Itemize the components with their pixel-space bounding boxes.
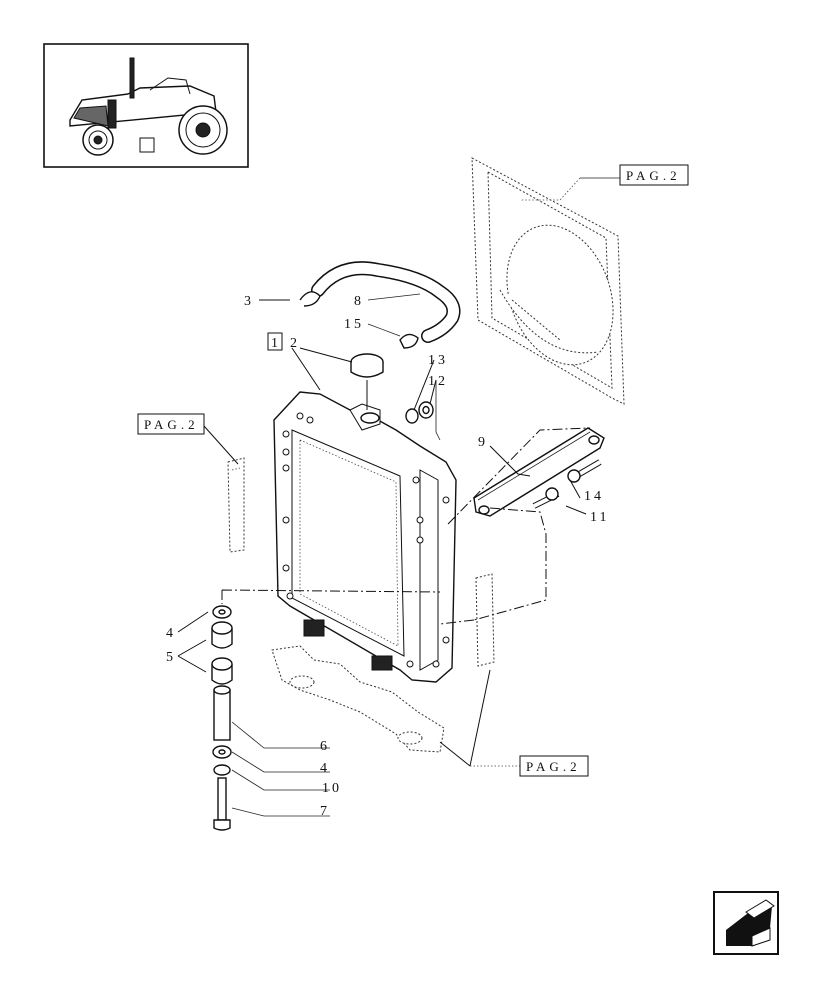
left-seal	[227, 457, 245, 553]
callout-4b: 4	[320, 761, 330, 776]
bracket	[473, 427, 605, 517]
callout-2: 2	[290, 336, 300, 351]
svg-text:PAG.2: PAG.2	[626, 168, 681, 183]
kit-box: 1	[267, 332, 283, 351]
pag-ref-top: PAG.2	[619, 164, 689, 186]
hose	[311, 261, 461, 343]
pag-ref-left: PAG.2	[137, 413, 205, 435]
fan-shroud	[471, 157, 625, 405]
svg-text:PAG.2: PAG.2	[144, 417, 199, 432]
washers-12-13	[405, 401, 434, 424]
radiator	[273, 391, 457, 683]
callout-12: 12	[428, 374, 448, 389]
callout-5: 5	[166, 650, 176, 665]
callout-15: 15	[344, 317, 364, 332]
callout-4a: 4	[166, 626, 176, 641]
callout-7: 7	[320, 804, 330, 819]
pag-ref-bottom: PAG.2	[519, 755, 589, 777]
callout-6: 6	[320, 739, 330, 754]
callout-8: 8	[354, 294, 364, 309]
callout-9: 9	[478, 435, 488, 450]
mounting-stack	[211, 605, 233, 831]
svg-text:1: 1	[271, 336, 281, 351]
callout-13: 13	[428, 353, 448, 368]
leader-lines	[177, 177, 620, 817]
radiator-cap	[350, 353, 384, 424]
right-seal	[475, 573, 495, 667]
callout-3: 3	[244, 294, 254, 309]
svg-text:PAG.2: PAG.2	[526, 759, 581, 774]
assembly-lines	[221, 427, 591, 625]
callout-10: 10	[322, 781, 342, 796]
tractor-thumbnail	[43, 43, 249, 168]
bottom-seal	[271, 645, 445, 753]
callout-11: 11	[590, 510, 609, 525]
bolts-11-14	[532, 459, 602, 509]
callout-14: 14	[584, 489, 604, 504]
hose-clips	[299, 291, 419, 349]
page-turn-arrow-icon[interactable]	[713, 891, 779, 955]
